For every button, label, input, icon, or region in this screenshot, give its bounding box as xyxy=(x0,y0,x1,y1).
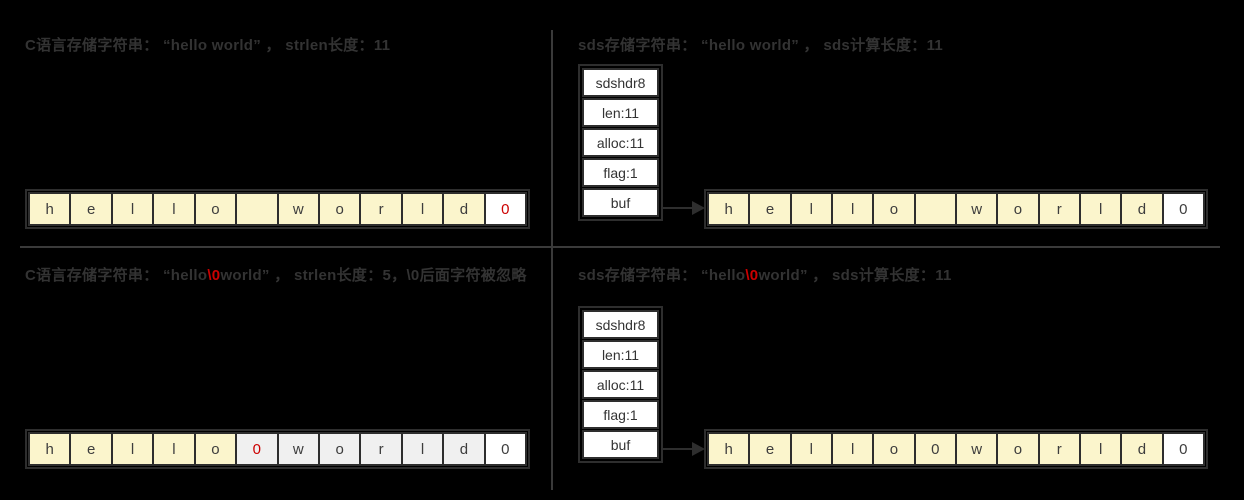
memory-cell: 0 xyxy=(483,432,528,466)
memory-cell: l xyxy=(400,192,445,226)
memory-cell: o xyxy=(193,192,238,226)
c-string-embedded-null-title: C语言存储字符串： “hello\0world” ， strlen长度：5，\0… xyxy=(25,264,527,285)
memory-cell: w xyxy=(276,192,320,226)
struct-field: sdshdr8 xyxy=(582,68,659,97)
memory-cell: w xyxy=(954,432,999,466)
memory-cell: r xyxy=(359,432,403,466)
memory-cell: o xyxy=(996,192,1040,226)
title-segment: C语言存储字符串： “hello xyxy=(25,267,208,284)
struct-field: flag:1 xyxy=(582,400,659,429)
memory-cell: l xyxy=(830,432,875,466)
title-segment: world” ， strlen长度：5，\0后面字符被忽略 xyxy=(220,267,527,284)
memory-cell: e xyxy=(748,192,792,226)
memory-cell: o xyxy=(996,432,1040,466)
title-segment: sds存储字符串： “hello world” ， sds计算长度：11 xyxy=(578,37,944,54)
memory-cell: o xyxy=(872,432,916,466)
struct-field: buf xyxy=(582,430,659,459)
sds-normal-title: sds存储字符串： “hello world” ， sds计算长度：11 xyxy=(578,34,943,55)
memory-cell: l xyxy=(152,192,196,226)
memory-cell: 0 xyxy=(235,432,279,466)
memory-cell: 0 xyxy=(913,432,957,466)
memory-cell: o xyxy=(872,192,916,226)
struct-field: flag:1 xyxy=(582,158,659,187)
memory-cell: w xyxy=(954,192,999,226)
memory-cell: l xyxy=(789,192,833,226)
memory-cell: w xyxy=(276,432,320,466)
memory-cell: e xyxy=(748,432,792,466)
sds-embedded-null-title: sds存储字符串： “hello\0world” ， sds计算长度：11 xyxy=(578,264,952,285)
quadrant-sds-embedded-null: sds存储字符串： “hello\0world” ， sds计算长度：11 sd… xyxy=(553,248,1244,500)
memory-cell: o xyxy=(317,432,362,466)
title-segment: sds存储字符串： “hello xyxy=(578,267,746,284)
memory-cell: r xyxy=(359,192,403,226)
struct-field: len:11 xyxy=(582,340,659,369)
struct-field: alloc:11 xyxy=(582,370,659,399)
memory-cell: 0 xyxy=(483,192,528,226)
arrow-line xyxy=(663,207,694,209)
title-segment: \0 xyxy=(745,267,759,284)
memory-cell: l xyxy=(1078,432,1123,466)
memory-cell: h xyxy=(28,432,72,466)
memory-cell xyxy=(235,192,279,226)
quadrant-c-string-embedded-null: C语言存储字符串： “hello\0world” ， strlen长度：5，\0… xyxy=(0,248,551,500)
memory-cell: r xyxy=(1037,432,1081,466)
memory-cell: d xyxy=(1120,432,1164,466)
memory-cell xyxy=(913,192,957,226)
struct-field: len:11 xyxy=(582,98,659,127)
memory-cell: h xyxy=(707,192,751,226)
struct-field: sdshdr8 xyxy=(582,310,659,339)
memory-cell: e xyxy=(69,432,113,466)
memory-cell: l xyxy=(400,432,445,466)
struct-field: alloc:11 xyxy=(582,128,659,157)
memory-cell: l xyxy=(789,432,833,466)
memory-cell: e xyxy=(69,192,113,226)
memory-cell: r xyxy=(1037,192,1081,226)
memory-cell: o xyxy=(193,432,238,466)
memory-cell: 0 xyxy=(1161,432,1205,466)
c-string-normal-title: C语言存储字符串： “hello world” ， strlen长度：11 xyxy=(25,34,390,55)
horizontal-divider xyxy=(20,246,1220,248)
buf-pointer-arrow-icon xyxy=(663,442,705,456)
title-segment: world” ， sds计算长度：11 xyxy=(758,267,952,284)
memory-cell: l xyxy=(110,432,155,466)
memory-cell: 0 xyxy=(1161,192,1205,226)
arrow-line xyxy=(663,448,694,450)
memory-cell: l xyxy=(152,432,196,466)
arrow-head xyxy=(692,442,705,456)
memory-cell: l xyxy=(830,192,875,226)
memory-cell: l xyxy=(110,192,155,226)
vertical-divider xyxy=(551,30,553,490)
memory-cell: h xyxy=(28,192,72,226)
title-segment: \0 xyxy=(207,267,221,284)
title-segment: C语言存储字符串： “hello world” ， strlen长度：11 xyxy=(25,37,391,54)
buf-pointer-arrow-icon xyxy=(663,201,705,215)
memory-cell: d xyxy=(442,432,486,466)
memory-cell: h xyxy=(707,432,751,466)
quadrant-sds-normal: sds存储字符串： “hello world” ， sds计算长度：11 sds… xyxy=(553,0,1244,246)
memory-cell: o xyxy=(317,192,362,226)
memory-cell: d xyxy=(442,192,486,226)
struct-field: buf xyxy=(582,188,659,217)
memory-cell: l xyxy=(1078,192,1123,226)
memory-cell: d xyxy=(1120,192,1164,226)
arrow-head xyxy=(692,201,705,215)
